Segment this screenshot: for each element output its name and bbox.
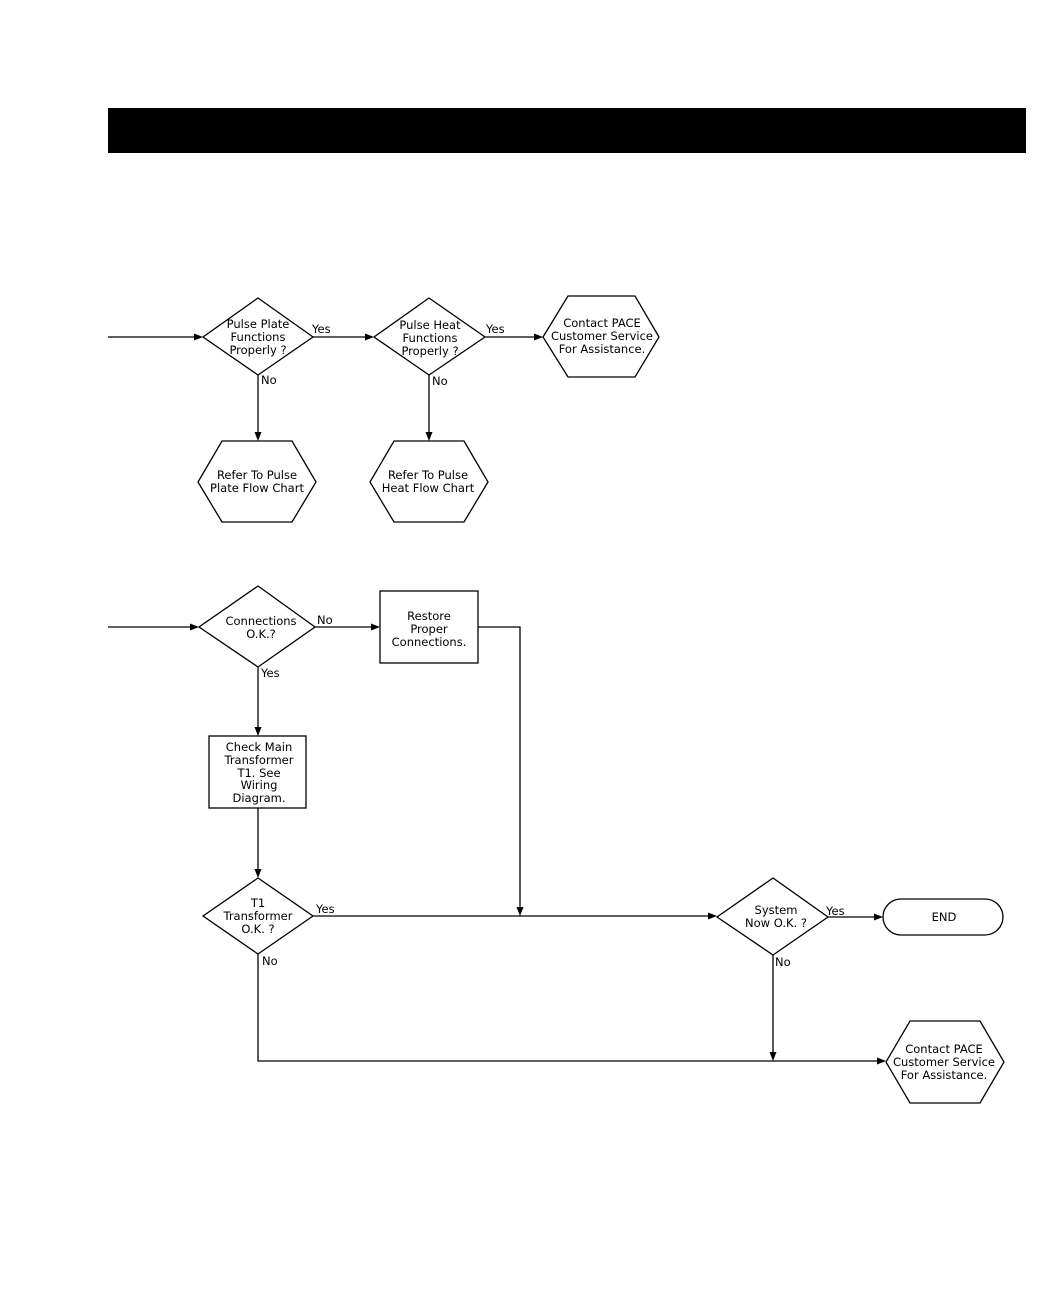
process-text-line: Proper (410, 622, 448, 636)
arrowhead (516, 907, 524, 916)
branch-label-yes: Yes (315, 902, 335, 916)
decision-text-line: Properly ? (229, 343, 286, 357)
decision-text-line: Pulse Plate (227, 317, 290, 331)
arrowhead (534, 333, 543, 341)
terminal-text-line: Refer To Pulse (388, 468, 468, 482)
decision-text-line: Transformer (222, 909, 292, 923)
process-restore-connections: Restore Proper Connections. (379, 590, 479, 664)
branch-label-yes: Yes (260, 666, 280, 680)
branch-label-no: No (775, 955, 791, 969)
branch-label-no: No (317, 613, 333, 627)
terminal-text-line: Contact PACE (563, 316, 641, 330)
decision-text-line: T1 (250, 896, 265, 910)
decision-text-line: System (755, 903, 798, 917)
decision-text-line: Connections (225, 614, 296, 628)
arrowhead (708, 912, 717, 920)
arrowhead (371, 623, 380, 631)
arrowhead (194, 333, 203, 341)
terminal-text-line: Refer To Pulse (217, 468, 297, 482)
terminal-text-line: For Assistance. (559, 342, 646, 356)
decision-text-line: Functions (403, 331, 458, 345)
decision-t1-transformer-ok: T1 Transformer O.K. ? (201, 877, 315, 955)
branch-label-yes: Yes (311, 322, 331, 336)
section-header-bar (108, 108, 1026, 153)
terminal-text-line: Heat Flow Chart (382, 481, 475, 495)
terminal-end: END (882, 898, 1004, 936)
process-text-line: Check Main (226, 740, 292, 754)
branch-label-no: No (262, 954, 278, 968)
connector-t1-no-to-contact (257, 954, 879, 1062)
decision-text-line: Functions (231, 330, 286, 344)
decision-system-now-ok: System Now O.K. ? (715, 877, 830, 956)
process-text-line: Connections. (392, 635, 467, 649)
decision-text-line: Properly ? (401, 344, 458, 358)
terminal-refer-pulse-heat: Refer To Pulse Heat Flow Chart (369, 440, 489, 523)
branch-label-no: No (261, 373, 277, 387)
decision-text-line: Now O.K. ? (745, 916, 807, 930)
terminal-contact-pace-bottom: Contact PACE Customer Service For Assist… (885, 1020, 1005, 1104)
terminal-text-line: Customer Service (551, 329, 653, 343)
terminal-text-line: Customer Service (893, 1055, 995, 1069)
arrowhead (190, 623, 199, 631)
decision-pulse-plate: Pulse Plate Functions Properly ? (201, 297, 315, 376)
arrowhead (874, 913, 883, 921)
decision-text-line: O.K. ? (241, 922, 274, 936)
arrowhead (365, 333, 374, 341)
terminal-end-label: END (932, 910, 957, 924)
arrowhead (254, 432, 262, 441)
connector-restore-to-main-line (478, 626, 521, 909)
process-text-line: Restore (407, 609, 451, 623)
branch-label-yes: Yes (825, 904, 845, 918)
terminal-contact-pace-top: Contact PACE Customer Service For Assist… (542, 295, 660, 378)
decision-pulse-heat: Pulse Heat Functions Properly ? (372, 297, 487, 376)
terminal-text-line: Plate Flow Chart (210, 481, 304, 495)
arrowhead (769, 1052, 777, 1061)
arrowhead (254, 727, 262, 736)
terminal-text-line: Contact PACE (905, 1042, 983, 1056)
process-text-line: Wiring (241, 778, 278, 792)
arrowhead (877, 1057, 886, 1065)
branch-label-no: No (432, 374, 448, 388)
arrowhead (254, 869, 262, 878)
process-text-line: T1. See (236, 766, 280, 780)
process-text-line: Diagram. (232, 791, 285, 805)
terminal-refer-pulse-plate: Refer To Pulse Plate Flow Chart (197, 440, 317, 523)
bottom-flow: Connections O.K.? Restore Proper Connect… (108, 585, 1005, 1104)
process-text-line: Transformer (223, 753, 293, 767)
decision-text-line: Pulse Heat (399, 318, 461, 332)
branch-label-yes: Yes (485, 322, 505, 336)
top-flow: Pulse Plate Functions Properly ? Pulse H… (108, 295, 660, 523)
terminal-text-line: For Assistance. (901, 1068, 988, 1082)
arrowhead (425, 432, 433, 441)
decision-connections-ok: Connections O.K.? (197, 585, 317, 668)
process-check-main-transformer: Check Main Transformer T1. See Wiring Di… (208, 735, 307, 809)
decision-text-line: O.K.? (246, 627, 276, 641)
